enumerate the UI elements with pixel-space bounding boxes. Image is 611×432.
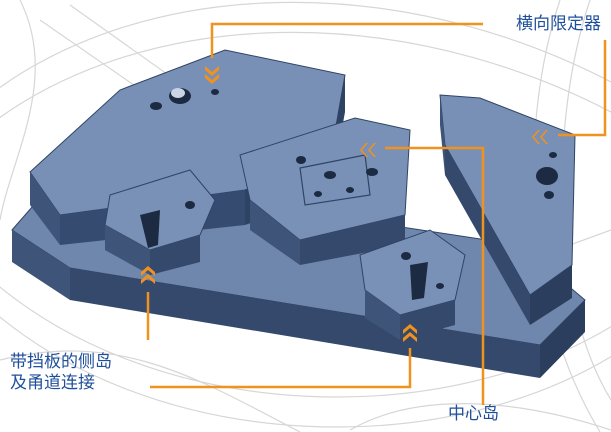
label-side-island-line2: 及甬道连接	[10, 373, 95, 393]
double-chevron-icon	[532, 130, 548, 144]
hole-icon	[211, 89, 219, 95]
hole-icon	[324, 171, 336, 179]
double-chevron-icon	[205, 66, 219, 84]
hole-icon	[544, 191, 554, 199]
hole-icon	[150, 102, 162, 110]
label-side-island: 带挡板的侧岛 及甬道连接	[10, 352, 112, 394]
center-island-block	[239, 117, 411, 265]
callout-line-center	[385, 146, 485, 405]
hole-icon	[536, 167, 558, 185]
hole-icon	[314, 191, 322, 197]
markers	[141, 66, 548, 342]
hole-icon	[401, 252, 411, 260]
hole-icon	[185, 201, 195, 209]
hole-icon	[346, 187, 354, 193]
double-chevron-icon	[403, 324, 417, 342]
double-chevron-icon	[360, 143, 376, 157]
callout-line-side-right	[150, 348, 412, 389]
double-chevron-icon	[141, 266, 155, 284]
hole-icon	[436, 283, 444, 289]
label-lateral-limiter: 横向限定器	[516, 14, 601, 34]
callout-lines	[146, 22, 607, 405]
label-center-island: 中心岛	[448, 404, 499, 424]
side-island-left	[104, 169, 216, 275]
callout-line-lateral-right	[558, 40, 607, 137]
hole-icon	[366, 168, 378, 176]
hole-icon	[171, 88, 185, 98]
label-side-island-line1: 带挡板的侧岛	[10, 352, 112, 372]
hole-icon	[549, 152, 557, 158]
lateral-limiter-block	[439, 94, 576, 325]
hole-icon	[296, 156, 306, 164]
callout-line-lateral-top	[210, 22, 483, 58]
